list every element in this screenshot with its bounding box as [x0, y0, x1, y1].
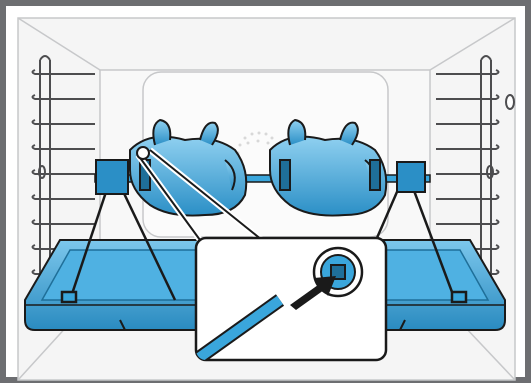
- detail-magnifier: [196, 238, 386, 360]
